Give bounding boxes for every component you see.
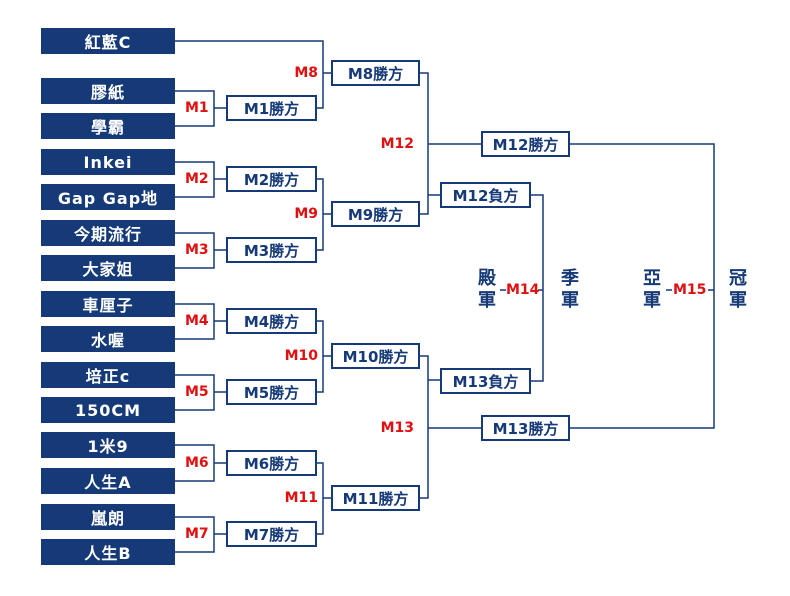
- line-m3: [175, 232, 226, 269]
- m6-winner-box: M6勝方: [226, 450, 317, 476]
- team-da-jia-jie: 大家姐: [41, 255, 175, 281]
- team-jiao-zhi: 膠紙: [41, 78, 175, 104]
- line-m4: [175, 303, 226, 340]
- match-label-m15: M15: [673, 282, 707, 298]
- team-ren-sheng-a: 人生A: [41, 468, 175, 494]
- m4-winner-box: M4勝方: [226, 308, 317, 334]
- team-lan-lang: 嵐朗: [41, 504, 175, 530]
- match-label-m6: M6: [185, 455, 209, 471]
- line-m1: [175, 90, 226, 127]
- match-label-m2: M2: [185, 171, 209, 187]
- team-xue-ba: 學霸: [41, 113, 175, 139]
- line-m12: [420, 72, 481, 215]
- line-m6: [175, 444, 226, 482]
- m12-winner-box: M12勝方: [481, 131, 570, 157]
- team-gap-gap: Gap Gap地: [41, 184, 175, 210]
- team-inkei: Inkei: [41, 149, 175, 175]
- m7-winner-box: M7勝方: [226, 521, 317, 547]
- match-label-m13: M13: [380, 420, 414, 436]
- line-m5: [175, 374, 226, 411]
- m3-winner-box: M3勝方: [226, 237, 317, 263]
- match-label-m7: M7: [185, 526, 209, 542]
- m11-winner-box: M11勝方: [331, 485, 420, 511]
- team-150cm: 150CM: [41, 397, 175, 423]
- line-m11: [317, 462, 331, 535]
- m13-loser-box: M13負方: [440, 368, 531, 394]
- team-1m9: 1米9: [41, 432, 175, 458]
- team-ren-sheng-b: 人生B: [41, 539, 175, 565]
- line-m13: [420, 355, 481, 499]
- match-label-m5: M5: [185, 384, 209, 400]
- line-m10: [317, 320, 331, 393]
- match-label-m1: M1: [185, 100, 209, 116]
- match-label-m8: M8: [294, 65, 318, 81]
- match-label-m4: M4: [185, 313, 209, 329]
- line-m8: [175, 40, 331, 109]
- m2-winner-box: M2勝方: [226, 166, 317, 192]
- line-m15: [570, 143, 715, 429]
- match-label-m14: M14: [506, 282, 540, 298]
- match-label-m10: M10: [284, 348, 318, 364]
- match-label-m3: M3: [185, 242, 209, 258]
- place-second-label: 亞軍: [643, 268, 661, 311]
- place-fourth-label: 季軍: [561, 268, 579, 311]
- m12-loser-box: M12負方: [440, 182, 531, 208]
- m5-winner-box: M5勝方: [226, 379, 317, 405]
- team-che-li-zi: 車厘子: [41, 291, 175, 317]
- m10-winner-box: M10勝方: [331, 343, 420, 369]
- line-m7: [175, 516, 226, 553]
- match-label-m9: M9: [294, 206, 318, 222]
- match-label-m12: M12: [380, 136, 414, 152]
- line-m2: [175, 161, 226, 198]
- match-label-m11: M11: [284, 490, 318, 506]
- place-third-label: 殿軍: [478, 268, 496, 311]
- m8-winner-box: M8勝方: [331, 60, 420, 86]
- team-hong-lam-c: 紅藍C: [41, 28, 175, 54]
- team-jin-qi-liu-xing: 今期流行: [41, 220, 175, 246]
- line-m9: [317, 178, 331, 251]
- line-m14: [500, 194, 544, 382]
- m13-winner-box: M13勝方: [481, 415, 570, 441]
- team-pui-ching-c: 培正c: [41, 362, 175, 388]
- m9-winner-box: M9勝方: [331, 201, 420, 227]
- place-champion-label: 冠軍: [729, 268, 747, 311]
- team-shui-o: 水喔: [41, 326, 175, 352]
- m1-winner-box: M1勝方: [226, 95, 317, 121]
